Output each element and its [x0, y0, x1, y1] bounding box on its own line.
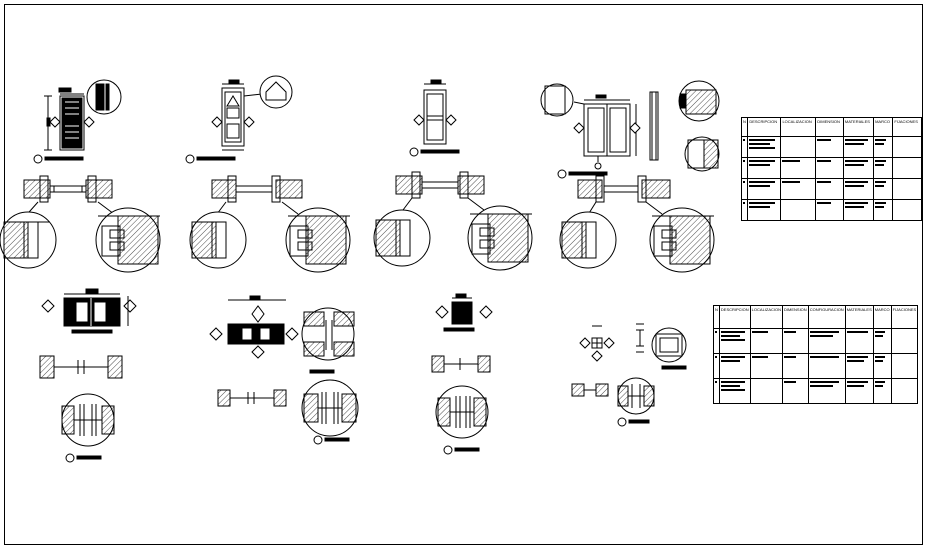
- table-row: [713, 352, 919, 379]
- table-header: DESCRIPCION: [747, 117, 782, 137]
- table-row: [713, 327, 919, 354]
- table-row: [713, 377, 919, 405]
- table-header: LOCALIZACION: [780, 117, 817, 137]
- door-1-plan: [0, 175, 161, 273]
- door-schedule-table: N DESCRIPCION LOCALIZACION DIMENSION MAT…: [740, 117, 922, 221]
- door-2-elevation: [185, 75, 293, 164]
- table-header: LOCALIZACION: [749, 305, 784, 329]
- table-header: DIMENSION: [815, 117, 844, 137]
- window-3-elevation: [431, 293, 493, 455]
- table-header: CONFIGURACION: [807, 305, 846, 329]
- sheet-border: [4, 4, 923, 545]
- door-4-elevation: [540, 80, 720, 179]
- table-header: FIJACIONES: [890, 305, 919, 329]
- door-3-elevation: [409, 79, 460, 157]
- table-header: MARCO: [873, 117, 894, 137]
- table-header: MATERIALES: [842, 117, 875, 137]
- table-row: [740, 157, 922, 179]
- table-header: DESCRIPCION: [718, 305, 751, 329]
- door-3-plan: [373, 171, 533, 271]
- door-2-plan: [189, 175, 351, 273]
- table-row: [740, 136, 922, 158]
- window-2-elevation: [209, 295, 359, 445]
- window-schedule-table: N DESCRIPCION LOCALIZACION DIMENSION CON…: [713, 305, 919, 405]
- window-4-elevation: [571, 323, 687, 427]
- table-row: [740, 199, 922, 221]
- table-header: DIMENSION: [782, 305, 809, 329]
- door-1-elevation: [33, 79, 122, 164]
- table-header: MATERIALES: [844, 305, 874, 329]
- table-row: [740, 178, 922, 200]
- table-header: MARCO: [872, 305, 892, 329]
- window-1-elevation: [39, 288, 137, 463]
- table-header: FIJACIONES: [892, 117, 922, 137]
- door-4-plan: [559, 175, 715, 273]
